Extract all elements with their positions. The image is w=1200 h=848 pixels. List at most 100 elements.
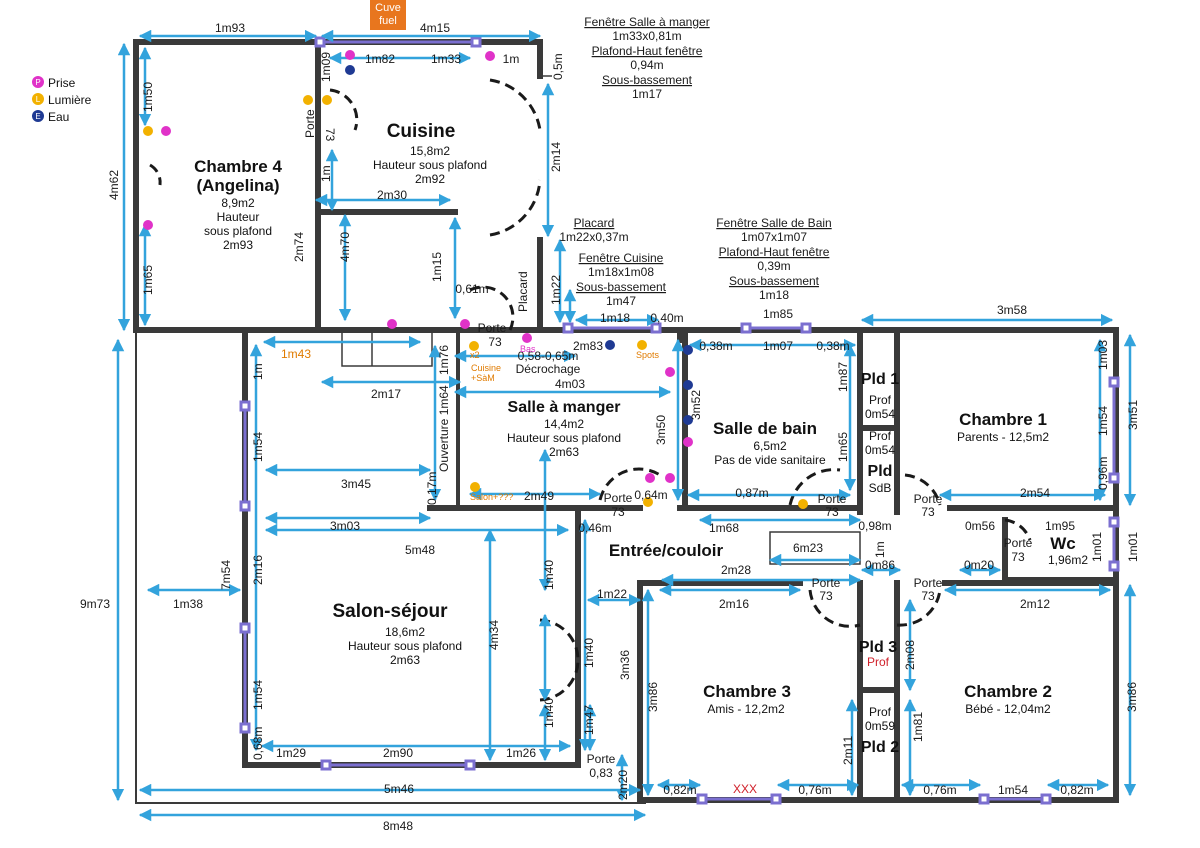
svg-text:1m: 1m — [503, 52, 520, 66]
room-salle-manger: Salle à manger — [508, 399, 621, 416]
svg-text:9m73: 9m73 — [80, 597, 110, 611]
dimension-labels: 1m93 4m15 1m82 1m33 1m 0,5m 1m09 4m62 1m… — [80, 21, 1140, 833]
svg-text:1m82: 1m82 — [365, 52, 395, 66]
svg-text:(Angelina): (Angelina) — [196, 176, 279, 195]
svg-text:0,46m: 0,46m — [578, 521, 611, 535]
svg-text:Hauteur sous plafond: Hauteur sous plafond — [348, 639, 462, 653]
svg-text:1m26: 1m26 — [506, 746, 536, 760]
svg-text:1m93: 1m93 — [215, 21, 245, 35]
lumiere-icon — [469, 341, 479, 351]
svg-text:Hauteur sous plafond: Hauteur sous plafond — [373, 158, 487, 172]
eau-icon — [345, 65, 355, 75]
svg-text:1m07x1m07: 1m07x1m07 — [741, 230, 807, 244]
svg-text:73: 73 — [611, 505, 625, 519]
svg-text:2m49: 2m49 — [524, 489, 554, 503]
svg-text:Fenêtre Salle à manger: Fenêtre Salle à manger — [584, 15, 709, 29]
svg-text:0,76m: 0,76m — [798, 783, 831, 797]
svg-text:3m58: 3m58 — [997, 303, 1027, 317]
svg-text:Plafond-Haut fenêtre: Plafond-Haut fenêtre — [719, 245, 830, 259]
svg-text:1m87: 1m87 — [836, 362, 850, 392]
room-chambre3: Chambre 3 — [703, 682, 791, 701]
legend: P Prise L Lumière E Eau — [32, 76, 92, 124]
svg-text:1m22: 1m22 — [549, 275, 563, 305]
svg-text:2m63: 2m63 — [390, 653, 420, 667]
svg-text:sous plafond: sous plafond — [204, 224, 272, 238]
prise-icon — [32, 76, 44, 88]
svg-text:Porte: Porte — [812, 576, 841, 590]
svg-text:3m45: 3m45 — [341, 477, 371, 491]
svg-text:73: 73 — [921, 589, 935, 603]
lumiere-icon — [143, 126, 153, 136]
svg-text:73: 73 — [921, 505, 935, 519]
svg-text:0,39m: 0,39m — [757, 259, 790, 273]
svg-text:Décrochage: Décrochage — [516, 362, 581, 376]
svg-text:14,4m2: 14,4m2 — [544, 417, 584, 431]
svg-text:0,5m: 0,5m — [551, 53, 565, 80]
svg-text:0,82m: 0,82m — [1060, 783, 1093, 797]
placard-pld1: Pld 1 — [861, 371, 899, 388]
svg-text:5m46: 5m46 — [384, 782, 414, 796]
eau-icon — [605, 340, 615, 350]
svg-text:1m81: 1m81 — [911, 712, 925, 742]
svg-text:4m70: 4m70 — [338, 232, 352, 262]
svg-text:1m: 1m — [873, 541, 887, 558]
svg-text:1m85: 1m85 — [763, 307, 793, 321]
svg-text:Bébé - 12,04m2: Bébé - 12,04m2 — [965, 702, 1051, 716]
prise-icon — [161, 126, 171, 136]
prise-icon — [683, 437, 693, 447]
lumiere-icon — [303, 95, 313, 105]
svg-text:1m38: 1m38 — [173, 597, 203, 611]
svg-text:2m54: 2m54 — [1020, 486, 1050, 500]
door-labels: Porte 73 Porte 73 Porte 73 Porte 73 Port… — [303, 109, 1033, 780]
svg-text:+SàM: +SàM — [471, 373, 495, 383]
svg-text:73: 73 — [488, 335, 502, 349]
svg-text:Porte: Porte — [303, 109, 317, 138]
eau-icon — [683, 415, 693, 425]
svg-text:2m30: 2m30 — [377, 188, 407, 202]
svg-text:1m76: 1m76 — [437, 345, 451, 375]
svg-text:L: L — [36, 95, 41, 104]
svg-text:Plafond-Haut fenêtre: Plafond-Haut fenêtre — [592, 44, 703, 58]
svg-text:E: E — [35, 112, 40, 121]
svg-text:Sous-bassement: Sous-bassement — [729, 274, 820, 288]
svg-text:3m03: 3m03 — [330, 519, 360, 533]
svg-text:1m43: 1m43 — [281, 347, 311, 361]
room-chambre4: Chambre 4 — [194, 157, 282, 176]
svg-text:1m09: 1m09 — [319, 52, 333, 82]
prise-icon — [665, 473, 675, 483]
room-salon: Salon-séjour — [332, 601, 448, 622]
svg-text:4m15: 4m15 — [420, 21, 450, 35]
svg-text:fuel: fuel — [379, 15, 397, 27]
svg-text:Porte: Porte — [587, 752, 616, 766]
fuel-tank: Cuve fuel — [370, 0, 406, 30]
svg-text:2m20: 2m20 — [616, 770, 630, 800]
room-cuisine: Cuisine — [387, 121, 456, 142]
svg-text:2m14: 2m14 — [549, 142, 563, 172]
svg-text:1m18: 1m18 — [759, 288, 789, 302]
svg-text:0m20: 0m20 — [964, 558, 994, 572]
svg-text:Bas: Bas — [520, 344, 536, 354]
prise-icon — [460, 319, 470, 329]
svg-text:0m59: 0m59 — [865, 719, 895, 733]
lumiere-icon — [470, 482, 480, 492]
svg-text:1m18: 1m18 — [600, 311, 630, 325]
lumiere-icon — [32, 93, 44, 105]
room-wc: Wc — [1050, 534, 1076, 553]
svg-text:8m48: 8m48 — [383, 819, 413, 833]
svg-text:1m15: 1m15 — [430, 252, 444, 282]
prise-icon — [345, 50, 355, 60]
svg-text:4m62: 4m62 — [107, 170, 121, 200]
room-entree: Entrée/couloir — [609, 541, 724, 560]
svg-text:1m40: 1m40 — [542, 698, 556, 728]
svg-text:3m86: 3m86 — [646, 682, 660, 712]
svg-text:2m28: 2m28 — [721, 563, 751, 577]
placard-pld3: Pld 3 — [859, 639, 897, 656]
eau-icon — [683, 380, 693, 390]
lumiere-icon — [798, 499, 808, 509]
svg-text:0,82m: 0,82m — [663, 783, 696, 797]
svg-text:0,40m: 0,40m — [650, 311, 683, 325]
svg-text:Placard: Placard — [516, 271, 530, 312]
svg-text:7m54: 7m54 — [219, 560, 233, 590]
svg-text:Sous-bassement: Sous-bassement — [602, 73, 693, 87]
svg-text:0m56: 0m56 — [965, 519, 995, 533]
